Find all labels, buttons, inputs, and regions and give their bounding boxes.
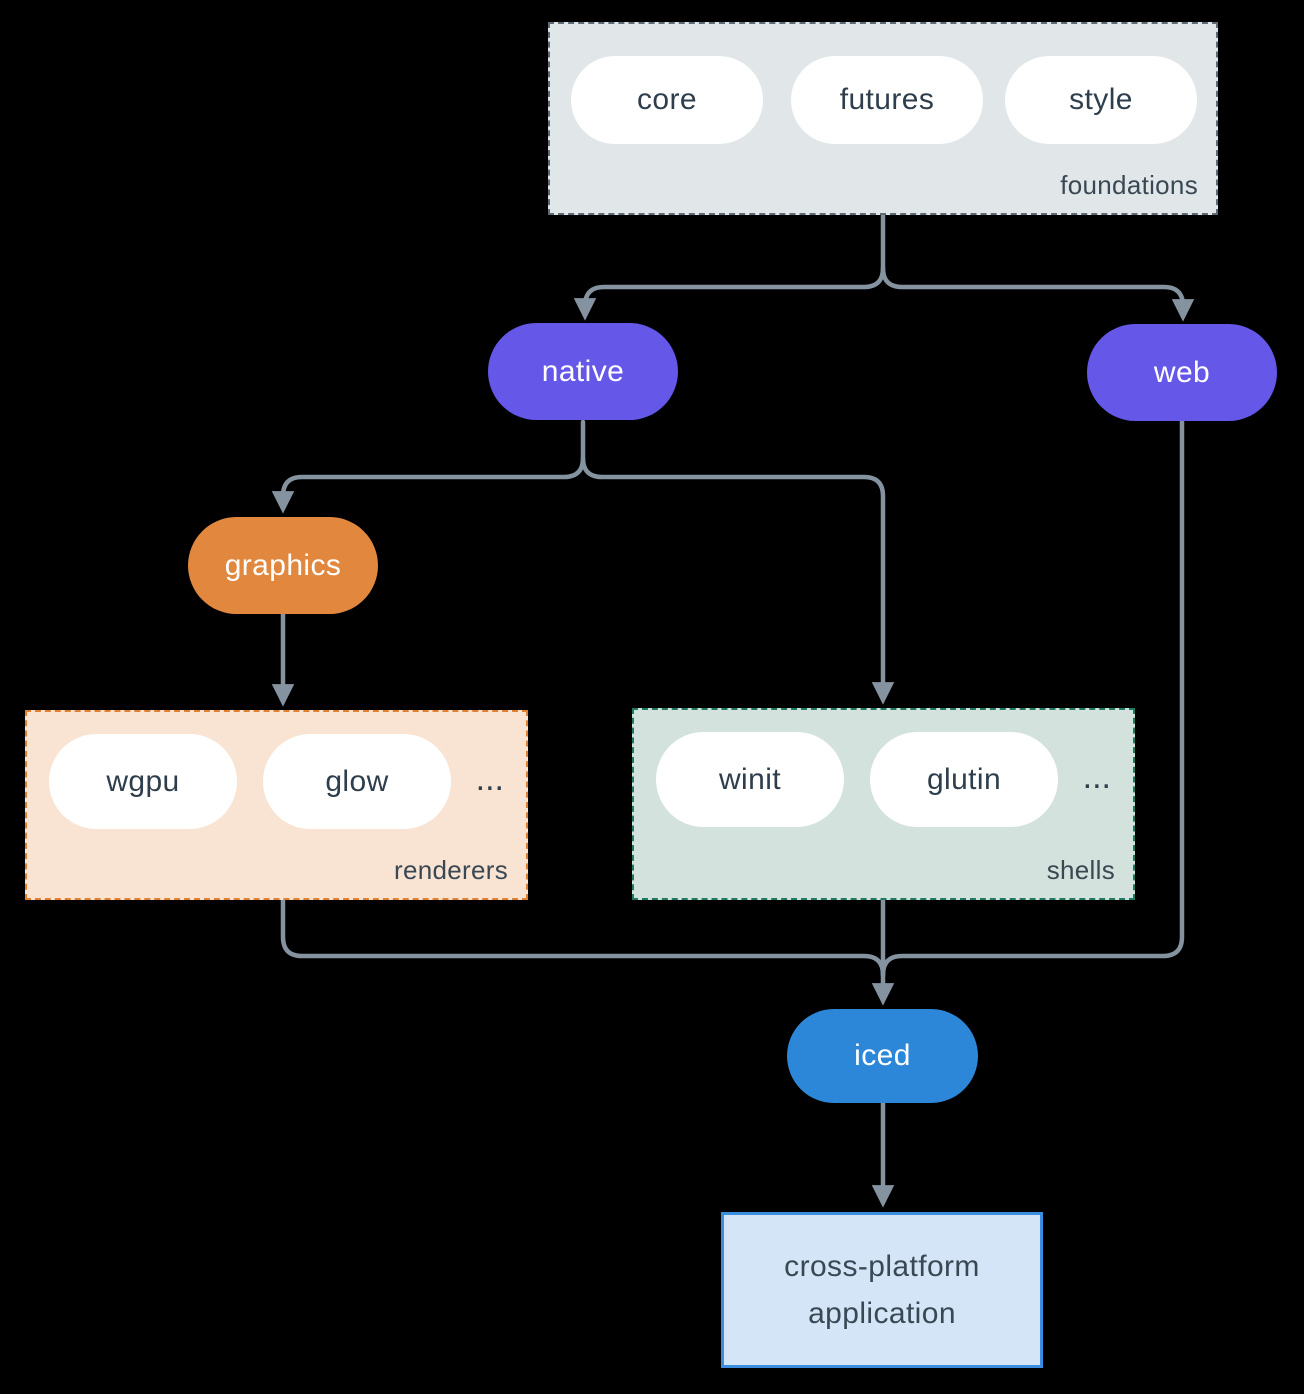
node-cross-platform-application: cross-platform application bbox=[721, 1212, 1043, 1368]
node-web: web bbox=[1087, 324, 1277, 421]
node-core: core bbox=[571, 56, 763, 144]
application-label-line1: cross-platform bbox=[784, 1250, 980, 1283]
shells-ellipsis: ... bbox=[1082, 758, 1111, 796]
node-native: native bbox=[488, 323, 678, 420]
group-foundations: core futures style foundations bbox=[548, 22, 1218, 215]
renderers-ellipsis: ... bbox=[475, 760, 504, 798]
group-label-shells: shells bbox=[1046, 855, 1115, 885]
edge-foundations-to-web bbox=[880, 265, 1195, 322]
group-label-renderers: renderers bbox=[394, 855, 508, 885]
edge-foundations-to-native bbox=[573, 212, 886, 321]
node-iced: iced bbox=[787, 1009, 978, 1103]
node-glow: glow bbox=[263, 734, 451, 829]
edge-native-to-graphics bbox=[271, 419, 586, 514]
edge-native-to-shells bbox=[580, 455, 895, 705]
node-glutin: glutin bbox=[870, 732, 1058, 827]
group-shells: winit glutin ... shells bbox=[632, 708, 1135, 900]
node-graphics: graphics bbox=[188, 517, 378, 614]
edge-renderers-to-merge bbox=[280, 897, 886, 978]
application-label-line2: application bbox=[808, 1297, 956, 1330]
node-wgpu: wgpu bbox=[49, 734, 237, 829]
group-label-foundations: foundations bbox=[1060, 170, 1198, 200]
node-futures: futures bbox=[791, 56, 983, 144]
node-style: style bbox=[1005, 56, 1197, 144]
node-winit: winit bbox=[656, 732, 844, 827]
group-renderers: wgpu glow ... renderers bbox=[25, 710, 528, 900]
